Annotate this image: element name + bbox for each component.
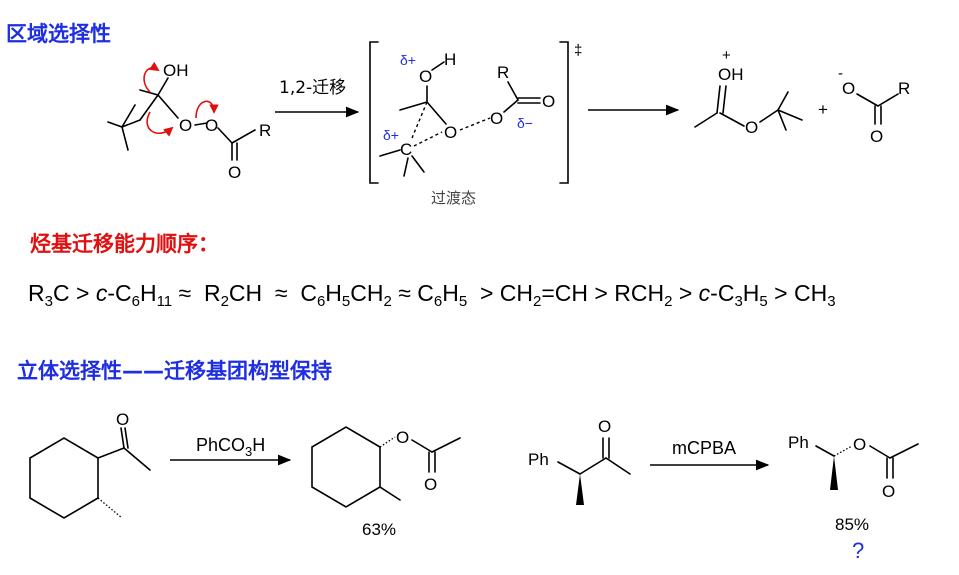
approx-sign: ≈: [178, 280, 192, 306]
example1-yield: 63%: [362, 520, 396, 539]
approx-sign: ≈: [274, 280, 288, 306]
group-cyclohexyl: c-C6H11: [95, 280, 173, 310]
group-benzyl: C6H5CH2: [300, 280, 392, 310]
group-primary-alkyl: RCH2: [614, 280, 673, 310]
ester-oxygen: O: [396, 428, 409, 447]
ester-carbonyl-oxygen: O: [424, 475, 437, 494]
example1-reactant: O: [29, 410, 151, 519]
protonated-carbonyl-label: OH: [718, 65, 744, 84]
example2-yield: 85%: [835, 515, 869, 534]
delta-plus-oxygen: δ+: [400, 52, 416, 68]
ts-bridging-oxygen: O: [444, 123, 457, 142]
reactant-criegee-adduct: OH O O O R: [107, 61, 271, 182]
group-cyclopropyl: c-C3H5: [698, 280, 768, 310]
example1-reagent: PhCO3H: [196, 435, 265, 459]
ts-leaving-oxygen: O: [490, 109, 503, 128]
delta-minus-oxygen: δ−: [517, 115, 533, 131]
curly-arrow-migration: [146, 111, 174, 137]
example2-product: Ph O O: [788, 433, 919, 501]
gt-sign: >: [678, 280, 693, 306]
hydroxyl-label: OH: [163, 61, 189, 80]
phenyl-label: Ph: [788, 433, 809, 452]
heading-migration-order: 烃基迁移能力顺序：: [30, 232, 219, 256]
carboxylate-r-group: R: [898, 79, 910, 98]
ester-oxygen: O: [853, 435, 866, 454]
question-mark: ?: [852, 538, 864, 563]
ts-r-group: R: [497, 63, 509, 82]
ketone-oxygen: O: [116, 410, 129, 429]
group-methyl: CH3: [793, 280, 836, 310]
phenyl-label: Ph: [528, 450, 549, 469]
example1-product: O O: [311, 426, 461, 508]
migration-order-series: R3C > c-C6H11 ≈ R2CH ≈ C6H5CH2 ≈ C6H5 > …: [28, 280, 836, 310]
ts-carbonyl-oxygen: O: [542, 92, 555, 111]
transition-state: ‡ δ+ O H δ+ C O O δ− R O 过渡态: [369, 41, 582, 207]
ts-hydroxyl-oxygen: O: [419, 67, 432, 86]
r-group-label: R: [259, 121, 271, 140]
curly-arrow-hydroxyl: [143, 61, 160, 93]
oxonium-charge: +: [722, 47, 731, 64]
carboxylate-oxygen: O: [842, 79, 855, 98]
gt-sign: >: [774, 280, 788, 306]
wedge-bond: [830, 456, 838, 490]
group-tert-alkyl: R3C: [28, 280, 70, 310]
ts-hydrogen: H: [444, 50, 456, 69]
plus-sign: +: [818, 100, 828, 119]
gt-sign: >: [75, 280, 90, 306]
ts-migrating-carbon: C: [400, 140, 412, 159]
ts-double-dagger: ‡: [574, 42, 582, 59]
example2-reactant: Ph O: [528, 417, 631, 505]
heading-stereoselectivity: 立体选择性——迁移基团构型保持: [17, 359, 332, 383]
wedge-bond: [576, 474, 584, 505]
gt-sign: >: [479, 280, 494, 306]
group-phenyl: C6H5: [417, 280, 468, 310]
group-sec-alkyl: R2CH: [203, 280, 263, 310]
example2-reagent: mCPBA: [672, 438, 736, 458]
carboxylate-carbonyl-oxygen: O: [870, 127, 883, 146]
ester-oxygen: O: [745, 118, 758, 137]
gt-sign: >: [594, 280, 608, 306]
ts-bracket-left: [369, 41, 379, 184]
curly-arrow-oo-cleavage: [195, 100, 219, 119]
carbonyl-oxygen: O: [228, 163, 241, 182]
group-vinyl: CH2=CH: [499, 280, 589, 310]
approx-sign: ≈: [398, 280, 411, 306]
ketone-oxygen: O: [598, 417, 611, 436]
ester-carbonyl-oxygen: O: [882, 482, 895, 501]
anion-charge: -: [838, 65, 843, 82]
peroxide-oxygen-1: O: [179, 116, 192, 135]
ts-label: 过渡态: [431, 189, 476, 207]
product-protonated-ester: + OH O: [694, 47, 803, 137]
heading-regioselectivity: 区域选择性: [6, 22, 111, 46]
peroxide-oxygen-2: O: [205, 116, 218, 135]
ts-bracket-right: [559, 41, 569, 184]
delta-plus-carbon: δ+: [383, 127, 399, 143]
product-carboxylate: - O O R: [838, 65, 910, 146]
migration-arrow-label: 1,2-迁移: [279, 78, 346, 98]
